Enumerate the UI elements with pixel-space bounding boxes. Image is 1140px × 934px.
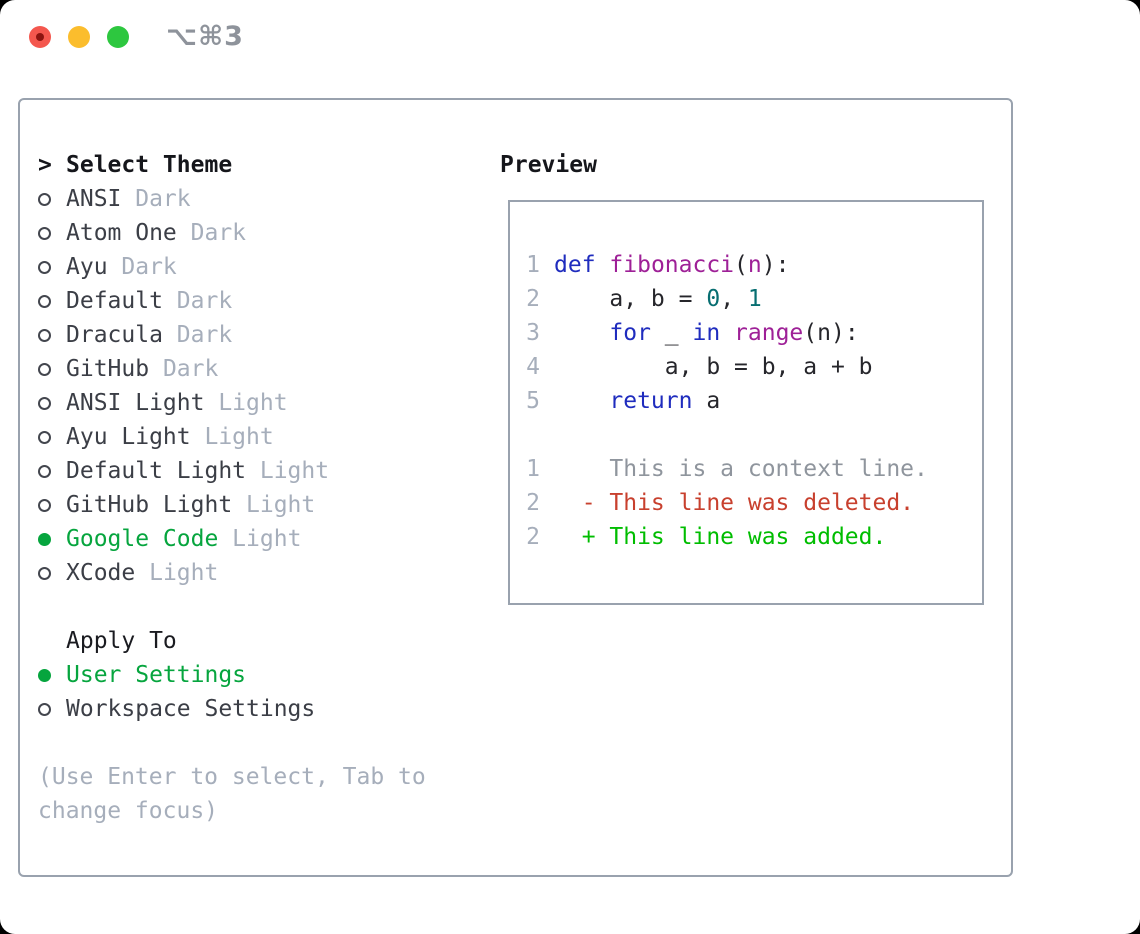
apply-option-user-settings[interactable]: User Settings <box>38 658 500 692</box>
theme-option-github-light[interactable]: GitHub Light Light <box>38 488 500 522</box>
theme-option-xcode[interactable]: XCode Light <box>38 556 500 590</box>
blank-line <box>526 418 982 452</box>
cursor-icon: > <box>38 152 52 178</box>
theme-variant-tag: Dark <box>121 186 191 212</box>
line-number: 2 <box>526 490 540 516</box>
code-line: 3 for _ in range(n): <box>526 316 982 350</box>
diff-line: 2 + This line was added. <box>526 520 982 554</box>
theme-option-ansi[interactable]: ANSI Dark <box>38 182 500 216</box>
titlebar: ⌥⌘3 <box>0 0 1140 98</box>
diff-line: 2 - This line was deleted. <box>526 486 982 520</box>
theme-variant-tag: Dark <box>162 288 233 314</box>
theme-variant-tag: Light <box>204 390 288 416</box>
theme-option-label: ANSI Light <box>66 390 205 416</box>
line-number: 2 <box>526 286 540 312</box>
theme-variant-tag: Light <box>190 424 274 450</box>
theme-variant-tag: Dark <box>176 220 247 246</box>
theme-option-ayu-light[interactable]: Ayu Light Light <box>38 420 500 454</box>
apply-option-label: Workspace Settings <box>66 696 316 722</box>
apply-to-title: Apply To <box>66 628 177 654</box>
theme-option-label: Ayu <box>66 254 108 280</box>
help-text: (Use Enter to select, Tab to change focu… <box>38 764 426 824</box>
line-number: 5 <box>526 388 540 414</box>
line-number: 3 <box>526 320 540 346</box>
radio-icon <box>38 294 66 308</box>
code-line: 4 a, b = b, a + b <box>526 350 982 384</box>
theme-option-ayu[interactable]: Ayu Dark <box>38 250 500 284</box>
line-number: 4 <box>526 354 540 380</box>
radio-icon <box>38 328 66 342</box>
theme-option-dracula[interactable]: Dracula Dark <box>38 318 500 352</box>
diff-line: 1 This is a context line. <box>526 452 982 486</box>
theme-option-label: GitHub Light <box>66 492 233 518</box>
theme-variant-tag: Light <box>246 458 330 484</box>
preview-title: Preview <box>500 152 597 178</box>
code-line: 5 return a <box>526 384 982 418</box>
radio-icon <box>38 396 66 410</box>
radio-icon <box>38 498 66 512</box>
theme-option-label: ANSI <box>66 186 122 212</box>
theme-option-default-light[interactable]: Default Light Light <box>38 454 500 488</box>
theme-option-label: GitHub <box>66 356 150 382</box>
theme-option-label: Default <box>66 288 163 314</box>
theme-option-github[interactable]: GitHub Dark <box>38 352 500 386</box>
theme-option-label: Dracula <box>66 322 163 348</box>
theme-variant-tag: Light <box>135 560 219 586</box>
apply-option-workspace-settings[interactable]: Workspace Settings <box>38 692 500 726</box>
theme-option-google-code[interactable]: Google Code Light <box>38 522 500 556</box>
close-dot-icon <box>36 33 44 41</box>
theme-variant-tag: Dark <box>107 254 177 280</box>
radio-selected-icon <box>38 668 66 682</box>
radio-icon <box>38 226 66 240</box>
theme-option-label: Google Code <box>66 526 219 552</box>
line-number: 2 <box>526 524 540 550</box>
theme-variant-tag: Light <box>218 526 302 552</box>
apply-to-header: Apply To <box>38 624 500 658</box>
apply-option-label: User Settings <box>66 662 247 688</box>
line-number: 1 <box>526 456 540 482</box>
radio-selected-icon <box>38 532 66 546</box>
diff-block: 1 This is a context line.2 - This line w… <box>526 452 982 554</box>
select-theme-header: > Select Theme <box>38 148 500 182</box>
close-button[interactable] <box>29 26 51 48</box>
code-line: 2 a, b = 0, 1 <box>526 282 982 316</box>
radio-icon <box>38 566 66 580</box>
theme-variant-tag: Light <box>232 492 316 518</box>
theme-option-default[interactable]: Default Dark <box>38 284 500 318</box>
radio-icon <box>38 464 66 478</box>
radio-icon <box>38 260 66 274</box>
radio-icon <box>38 362 66 376</box>
spacer <box>38 590 500 624</box>
zoom-button[interactable] <box>107 26 129 48</box>
theme-option-label: Atom One <box>66 220 177 246</box>
radio-icon <box>38 430 66 444</box>
theme-variant-tag: Dark <box>149 356 219 382</box>
radio-icon <box>38 702 66 716</box>
minimize-button[interactable] <box>68 26 90 48</box>
page-title: Select Theme <box>66 152 233 178</box>
theme-option-atom-one[interactable]: Atom One Dark <box>38 216 500 250</box>
radio-icon <box>38 192 66 206</box>
theme-option-ansi-light[interactable]: ANSI Light Light <box>38 386 500 420</box>
theme-option-label: Default Light <box>66 458 247 484</box>
theme-variant-tag: Dark <box>162 322 233 348</box>
line-number: 1 <box>526 252 540 278</box>
theme-option-label: Ayu Light <box>66 424 191 450</box>
window-shortcut-label: ⌥⌘3 <box>166 21 244 52</box>
theme-option-label: XCode <box>66 560 136 586</box>
